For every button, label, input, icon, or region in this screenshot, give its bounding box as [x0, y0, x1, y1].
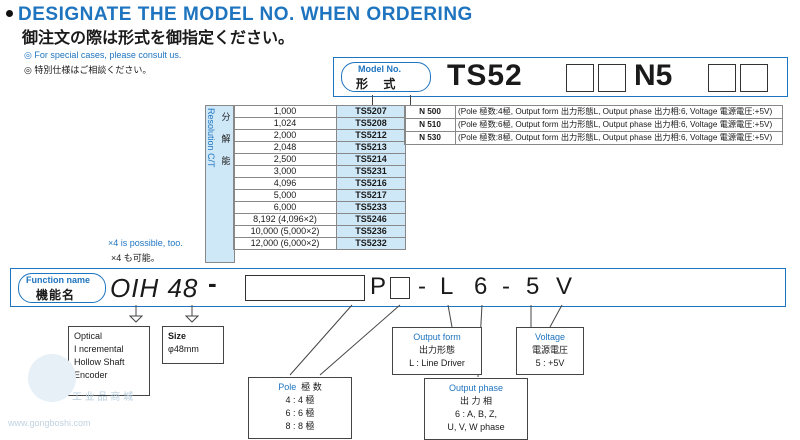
- model-blank-3: [708, 64, 736, 92]
- watermark-logo: [28, 354, 76, 402]
- output-form-jp: 出力形態: [418, 345, 455, 355]
- connector-line: [410, 95, 411, 105]
- function-tail-dash-1: -: [418, 273, 426, 300]
- function-p: P: [370, 273, 387, 300]
- function-tail-v: V: [556, 273, 573, 300]
- n-option-row: N 510(Pole 極数:6極, Output form 出力形態L, Out…: [404, 118, 783, 132]
- model-prefix: TS52: [447, 59, 523, 92]
- bullet-dot: [6, 10, 13, 17]
- function-blank-resolution: [245, 275, 365, 301]
- function-tail-dash-2: -: [502, 273, 510, 300]
- output-phase-box: Output phase 出 力 相 6 : A, B, Z, U, V, W …: [424, 378, 528, 440]
- function-label-jp: 機能名: [36, 288, 76, 302]
- resolution-label-jp-2: 解: [221, 134, 231, 144]
- ts-code: TS5246: [336, 213, 406, 226]
- pole-item-2: 6 : 6 極: [285, 408, 315, 418]
- size-description-box: Size φ48mm: [162, 326, 224, 364]
- ts-code: TS5213: [336, 141, 406, 154]
- output-phase-title: Output phase: [448, 383, 504, 393]
- model-blank-2: [598, 64, 626, 92]
- connector-line: [372, 95, 373, 105]
- function-tail-5: 5: [526, 273, 540, 300]
- function-label-en: Function name: [26, 275, 91, 285]
- model-label-en: Model No.: [358, 64, 401, 74]
- x4-note-en: ×4 is possible, too.: [108, 238, 183, 248]
- x4-note-jp: ×4 も可能。: [111, 253, 160, 263]
- function-code: OIH 48: [110, 273, 199, 303]
- function-dash: -: [208, 268, 217, 298]
- voltage-title: Voltage: [534, 332, 566, 342]
- note-japanese: ◎ 特別仕様はご相談ください。: [24, 65, 152, 75]
- output-phase-jp: 出 力 相: [459, 396, 492, 406]
- function-tail-l: L: [440, 273, 454, 300]
- model-blank-4: [740, 64, 768, 92]
- output-form-value: L : Line Driver: [409, 358, 465, 368]
- voltage-value: 5 : +5V: [535, 358, 565, 368]
- model-blank-1: [566, 64, 594, 92]
- output-phase-item-1: 6 : A, B, Z,: [454, 409, 498, 419]
- model-label-pill: [341, 62, 431, 92]
- watermark-jp: 工 业 品 商 城: [72, 392, 134, 403]
- resolution-label-jp-1: 分: [221, 112, 231, 122]
- note-english: ◎ For special cases, please consult us.: [24, 50, 182, 60]
- type-line-2: I ncremental: [74, 344, 124, 354]
- pole-title: Pole: [278, 382, 297, 392]
- n-option-table: N 500(Pole 極数:4極, Output form 出力形態L, Out…: [404, 105, 783, 145]
- page-subtitle: 御注文の際は形式を御指定ください。: [22, 30, 295, 47]
- voltage-box: Voltage 電源電圧 5 : +5V: [516, 327, 584, 375]
- output-phase-item-2: U, V, W phase: [447, 422, 505, 432]
- type-line-1: Optical: [74, 331, 103, 341]
- function-label-pill: [18, 273, 106, 303]
- ts-code: TS5212: [336, 129, 406, 142]
- resolution-value: 12,000 (6,000×2): [233, 237, 337, 250]
- ts-code: TS5232: [336, 237, 406, 250]
- pole-jp: 極 数: [301, 382, 322, 392]
- size-value: φ48mm: [168, 344, 199, 354]
- output-form-title: Output form: [413, 332, 461, 342]
- pole-item-3: 8 : 8 極: [285, 421, 315, 431]
- resolution-label-jp-3: 能: [221, 156, 231, 166]
- resolution-row: 8,192 (4,096×2)TS5246: [233, 213, 406, 226]
- function-tail-6: 6: [474, 273, 488, 300]
- watermark-url: www.gongboshi.com: [8, 418, 91, 428]
- pole-box: Pole 極 数 4 : 4 極 6 : 6 極 8 : 8 極: [248, 377, 352, 439]
- type-line-3: Hollow Shaft: [74, 357, 125, 367]
- ts-code: TS5208: [336, 117, 406, 130]
- resolution-label-cell: [205, 105, 235, 263]
- n-option-row: N 530(Pole 極数:8極, Output form 出力形態L, Out…: [404, 131, 783, 145]
- page-title: DESIGNATE THE MODEL NO. WHEN ORDERING: [18, 4, 473, 25]
- pole-item-1: 4 : 4 極: [285, 395, 315, 405]
- type-description-box: Optical I ncremental Hollow Shaft Encode…: [68, 326, 150, 396]
- size-title: Size: [168, 331, 187, 341]
- resolution-label-en: Resolution C/T: [206, 108, 216, 168]
- model-label-jp: 形 式: [356, 77, 402, 91]
- output-form-box: Output form 出力形態 L : Line Driver: [392, 327, 482, 375]
- type-line-4: Encoder: [74, 370, 108, 380]
- resolution-row: 12,000 (6,000×2)TS5232: [233, 237, 406, 250]
- function-blank-pole: [390, 277, 410, 299]
- n-option-description: (Pole 極数:8極, Output form 出力形態L, Output p…: [455, 131, 783, 145]
- model-mid: N5: [634, 59, 673, 92]
- voltage-jp: 電源電圧: [531, 345, 568, 355]
